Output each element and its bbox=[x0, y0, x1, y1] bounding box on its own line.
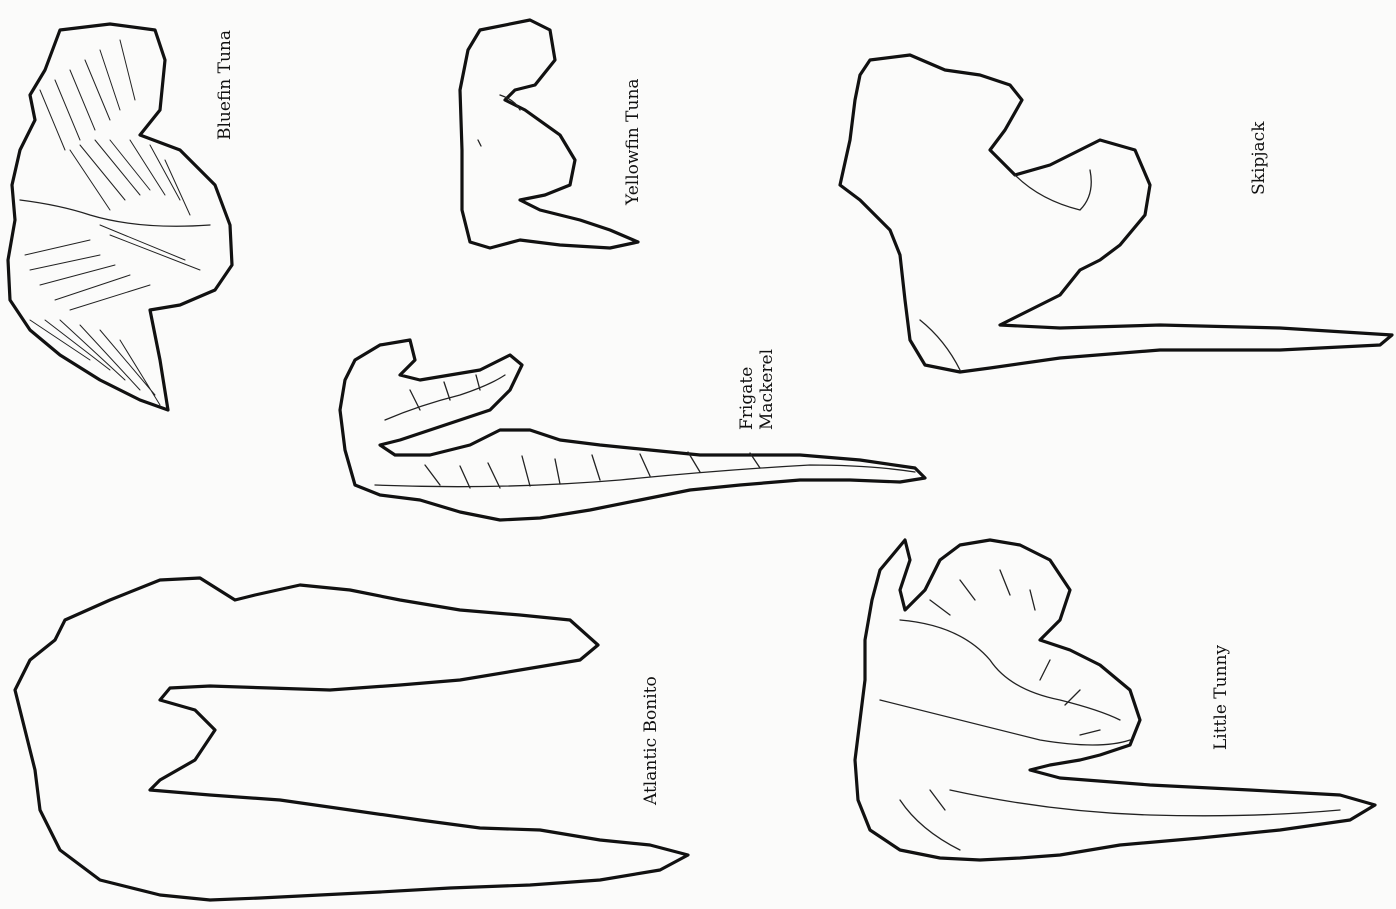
yellowfin-tuna-drawing bbox=[460, 20, 638, 248]
bluefin-tuna-label: Bluefin Tuna bbox=[215, 30, 235, 140]
atlantic-bonito-label: Atlantic Bonito bbox=[641, 676, 661, 806]
skipjack-label: Skipjack bbox=[1249, 121, 1269, 195]
frigate-mackerel-drawing bbox=[340, 340, 925, 520]
little-tunny-label: Little Tunny bbox=[1211, 645, 1231, 750]
yellowfin-tuna-label: Yellowfin Tuna bbox=[623, 78, 643, 206]
atlantic-bonito-drawing bbox=[15, 578, 688, 900]
frigate-mackerel-label-line1: Frigate bbox=[737, 367, 757, 430]
bluefin-tuna-drawing bbox=[8, 24, 232, 410]
frigate-mackerel-label-line2: Mackerel bbox=[757, 349, 777, 430]
skipjack-drawing bbox=[840, 55, 1392, 372]
little-tunny-drawing bbox=[855, 540, 1375, 860]
